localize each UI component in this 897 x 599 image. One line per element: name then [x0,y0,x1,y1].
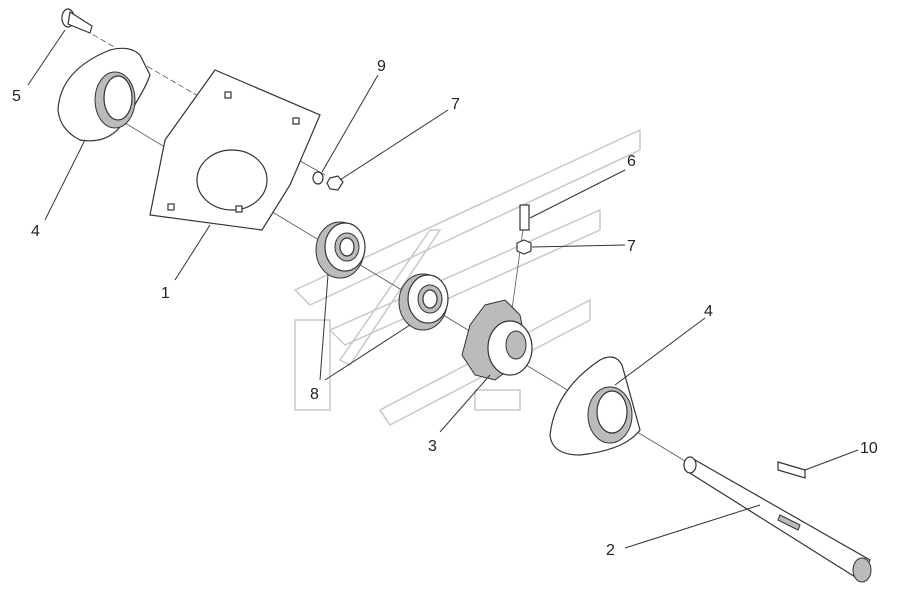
callout-2: 2 [606,542,615,559]
callout-7-lower: 7 [627,238,636,255]
leader-lines [27,29,859,549]
bolt-part-5 [61,8,93,34]
bearing-part-8-upper [315,221,366,279]
callout-7-upper: 7 [451,96,460,113]
mounting-plate-part-1 [149,69,321,231]
callout-4-left: 4 [31,223,40,240]
key-part-10 [777,461,806,479]
flange-bearing-part-4-right [549,356,641,456]
nut-part-7-b [516,239,532,255]
callout-8: 8 [310,386,319,403]
callout-9: 9 [377,58,386,75]
bearing-part-8-lower [398,273,449,331]
callout-1: 1 [161,285,170,302]
callout-10: 10 [860,440,878,457]
sprocket-part-3 [461,299,533,381]
flange-bearing-part-4-left [57,47,151,142]
callout-6: 6 [627,153,636,170]
washer-part-9 [312,171,324,185]
shaft-part-2 [683,456,872,583]
callout-5: 5 [12,88,21,105]
callout-3: 3 [428,438,437,455]
callout-4-right: 4 [704,303,713,320]
nut-part-7 [326,175,344,191]
pin-part-6 [516,204,532,255]
